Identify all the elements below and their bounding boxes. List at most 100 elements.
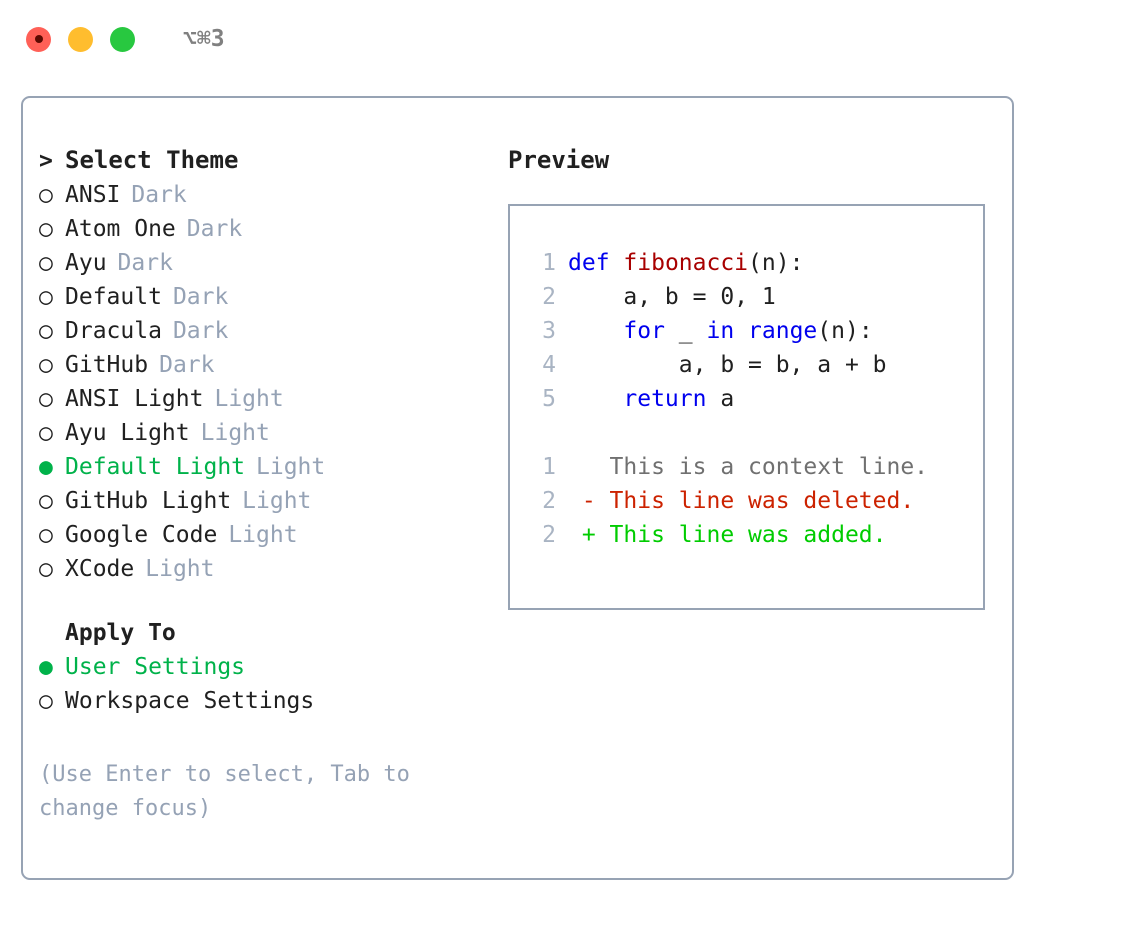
radio-unselected-icon: ○ — [39, 352, 53, 378]
apply-to-item-workspace-settings[interactable]: ○ Workspace Settings — [39, 688, 488, 722]
diff-line-number: 2 — [542, 522, 556, 548]
code-diff-gap — [528, 420, 983, 454]
theme-item-label: Google Code — [65, 522, 218, 548]
code-line: 2 a, b = 0, 1 — [528, 284, 983, 318]
radio-unselected-icon: ○ — [39, 318, 53, 344]
apply-to-item-user-settings[interactable]: ● User Settings — [39, 654, 488, 688]
theme-item-badge: Light — [200, 420, 270, 446]
prompt-caret-icon: > — [39, 148, 53, 174]
code-line-text: def fibonacci(n): — [568, 250, 803, 276]
radio-unselected-icon: ○ — [39, 386, 53, 412]
theme-item-label: ANSI — [65, 182, 121, 208]
theme-item-label: Default Light — [65, 454, 246, 480]
code-plain: a — [706, 386, 735, 412]
theme-item-badge: Light — [256, 454, 326, 480]
diff-line-text-del: - This line was deleted. — [568, 488, 915, 514]
radio-unselected-icon: ○ — [39, 182, 53, 208]
code-line-number: 2 — [542, 284, 556, 310]
theme-item-badge: Light — [228, 522, 298, 548]
code-plain: _ — [664, 318, 707, 344]
code-plain: a, b = b, a + b — [678, 352, 887, 378]
theme-item-label: XCode — [65, 556, 135, 582]
diff-line-text-ctx: This is a context line. — [568, 454, 929, 480]
code-line-text: for _ in range(n): — [568, 318, 873, 344]
code-keyword: def — [568, 250, 610, 276]
window-controls — [26, 26, 135, 52]
radio-unselected-icon: ○ — [39, 688, 53, 714]
window-title: ⌥⌘3 — [183, 26, 225, 52]
code-line: 4 a, b = b, a + b — [528, 352, 983, 386]
radio-unselected-icon: ○ — [39, 216, 53, 242]
theme-item-label: GitHub — [65, 352, 149, 378]
hint-spacer — [39, 722, 488, 758]
code-line-text: a, b = b, a + b — [568, 352, 887, 378]
code-line-text: return a — [568, 386, 734, 412]
radio-unselected-icon: ○ — [39, 522, 53, 548]
radio-unselected-icon: ○ — [39, 556, 53, 582]
radio-selected-icon: ● — [39, 454, 53, 480]
theme-item-label: Ayu Light — [65, 420, 190, 446]
minimize-button[interactable] — [68, 26, 93, 52]
radio-selected-icon: ● — [39, 654, 53, 680]
theme-item-badge: Dark — [131, 182, 187, 208]
code-keyword: in — [706, 318, 735, 344]
code-line-number: 1 — [542, 250, 556, 276]
theme-item-badge: Dark — [186, 216, 243, 242]
theme-item-label: Dracula — [65, 318, 162, 344]
theme-item-badge: Dark — [172, 318, 229, 344]
theme-item-badge: Light — [242, 488, 312, 514]
code-plain — [734, 318, 748, 344]
diff-line: 2 + This line was added. — [528, 522, 983, 556]
theme-item-label: Default — [65, 284, 162, 310]
preview-title: Preview — [508, 146, 610, 174]
code-keyword: range — [748, 318, 818, 344]
theme-item-ansi[interactable]: ○ ANSI Dark — [39, 182, 488, 216]
radio-unselected-icon: ○ — [39, 420, 53, 446]
apply-to-title: Apply To — [65, 620, 176, 646]
diff-line: 2 - This line was deleted. — [528, 488, 983, 522]
diff-line-number: 2 — [542, 488, 556, 514]
list-spacer — [39, 590, 488, 620]
select-theme-title: Select Theme — [65, 146, 239, 174]
window-titlebar: ⌥⌘3 — [0, 0, 1140, 78]
theme-item-default-light[interactable]: ● Default Light Light — [39, 454, 488, 488]
diff-sample: 1 This is a context line. 2 - This line w… — [528, 454, 983, 556]
code-line: 3 for _ in range(n): — [528, 318, 983, 352]
select-theme-header: > Select Theme — [39, 146, 488, 182]
zoom-button[interactable] — [110, 26, 135, 52]
radio-unselected-icon: ○ — [39, 488, 53, 514]
theme-item-dracula[interactable]: ○ Dracula Dark — [39, 318, 488, 352]
theme-item-ayu-light[interactable]: ○ Ayu Light Light — [39, 420, 488, 454]
diff-line-number: 1 — [542, 454, 556, 480]
code-function-name: fibonacci — [623, 250, 749, 276]
radio-unselected-icon: ○ — [39, 250, 53, 276]
code-keyword: return — [623, 386, 707, 412]
code-line: 1 def fibonacci(n): — [528, 250, 983, 284]
apply-to-list: ● User Settings ○ Workspace Settings — [39, 654, 488, 722]
apply-to-item-label: Workspace Settings — [65, 688, 315, 714]
theme-item-label: Ayu — [65, 250, 107, 276]
keyboard-hint: (Use Enter to select, Tab to change focu… — [39, 762, 410, 821]
apply-to-item-label: User Settings — [65, 654, 246, 680]
code-line-number: 4 — [542, 352, 556, 378]
theme-item-google-code[interactable]: ○ Google Code Light — [39, 522, 488, 556]
close-button[interactable] — [26, 26, 51, 52]
code-line-text: a, b = 0, 1 — [568, 284, 775, 310]
code-plain — [610, 250, 624, 276]
code-plain: (n): — [817, 318, 873, 344]
code-line: 5 return a — [528, 386, 983, 420]
